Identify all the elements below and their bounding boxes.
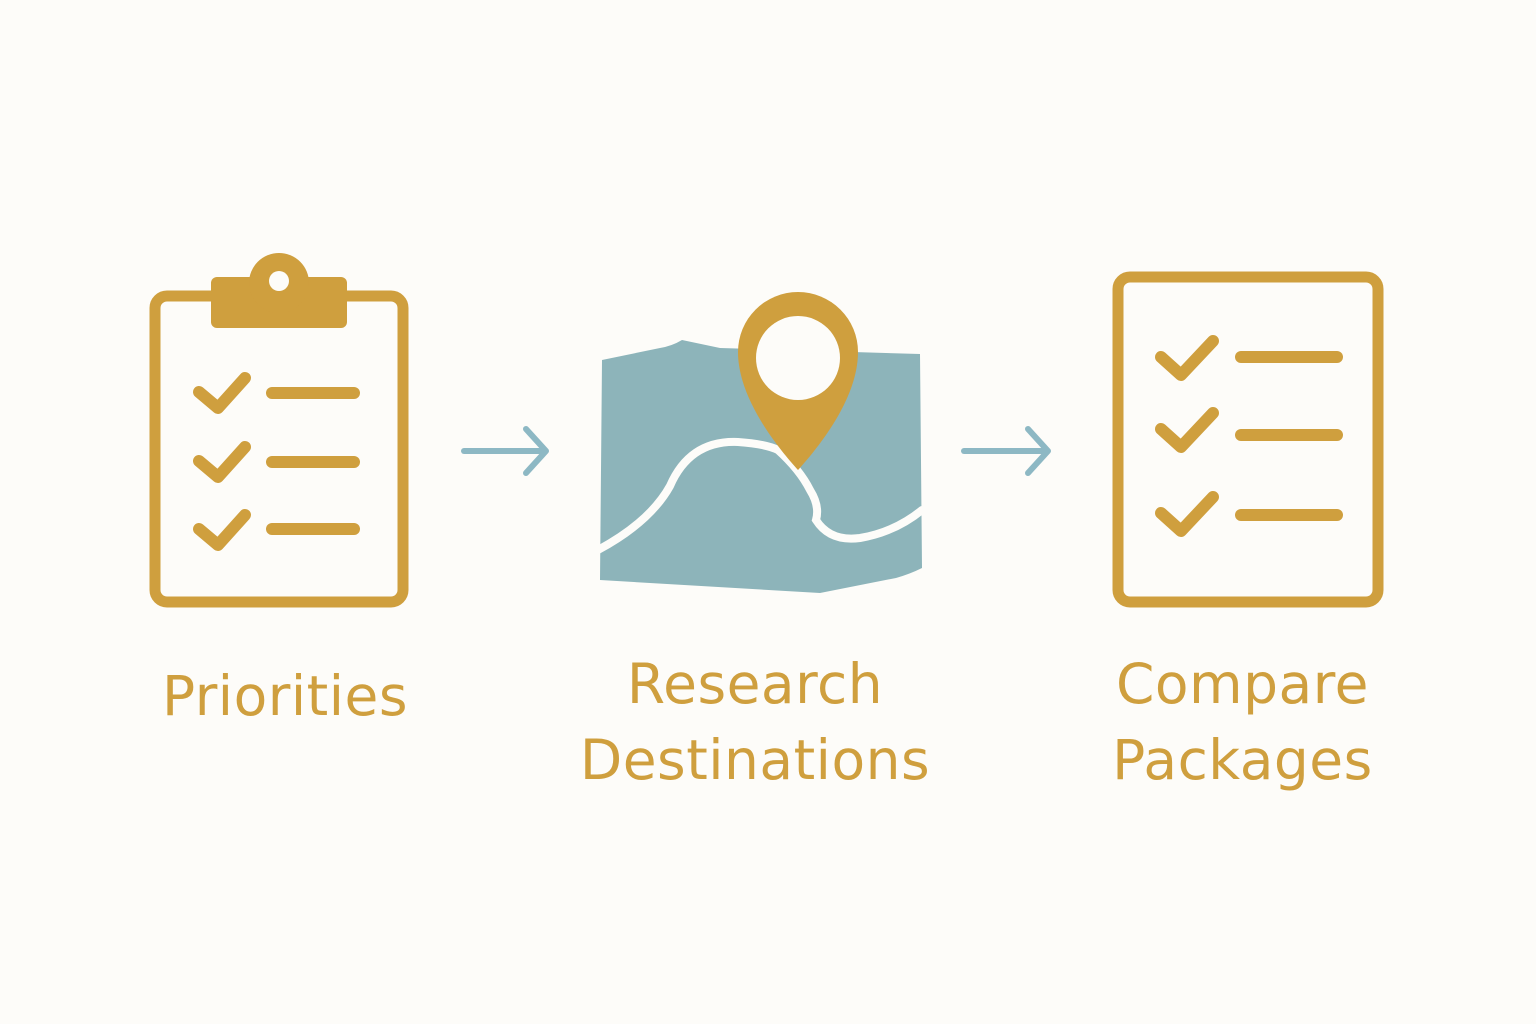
arrow-right-icon [961,426,1051,476]
clipboard-checklist-icon [149,253,409,608]
step-label-priorities: Priorities [162,664,408,728]
checklist-document-icon [1112,271,1384,608]
map-pin-route-icon [594,292,926,593]
step-label-research-destinations: Research Destinations [579,652,931,792]
step-label-compare-packages: Compare Packages [1112,652,1373,792]
arrow-right-icon [461,426,549,476]
